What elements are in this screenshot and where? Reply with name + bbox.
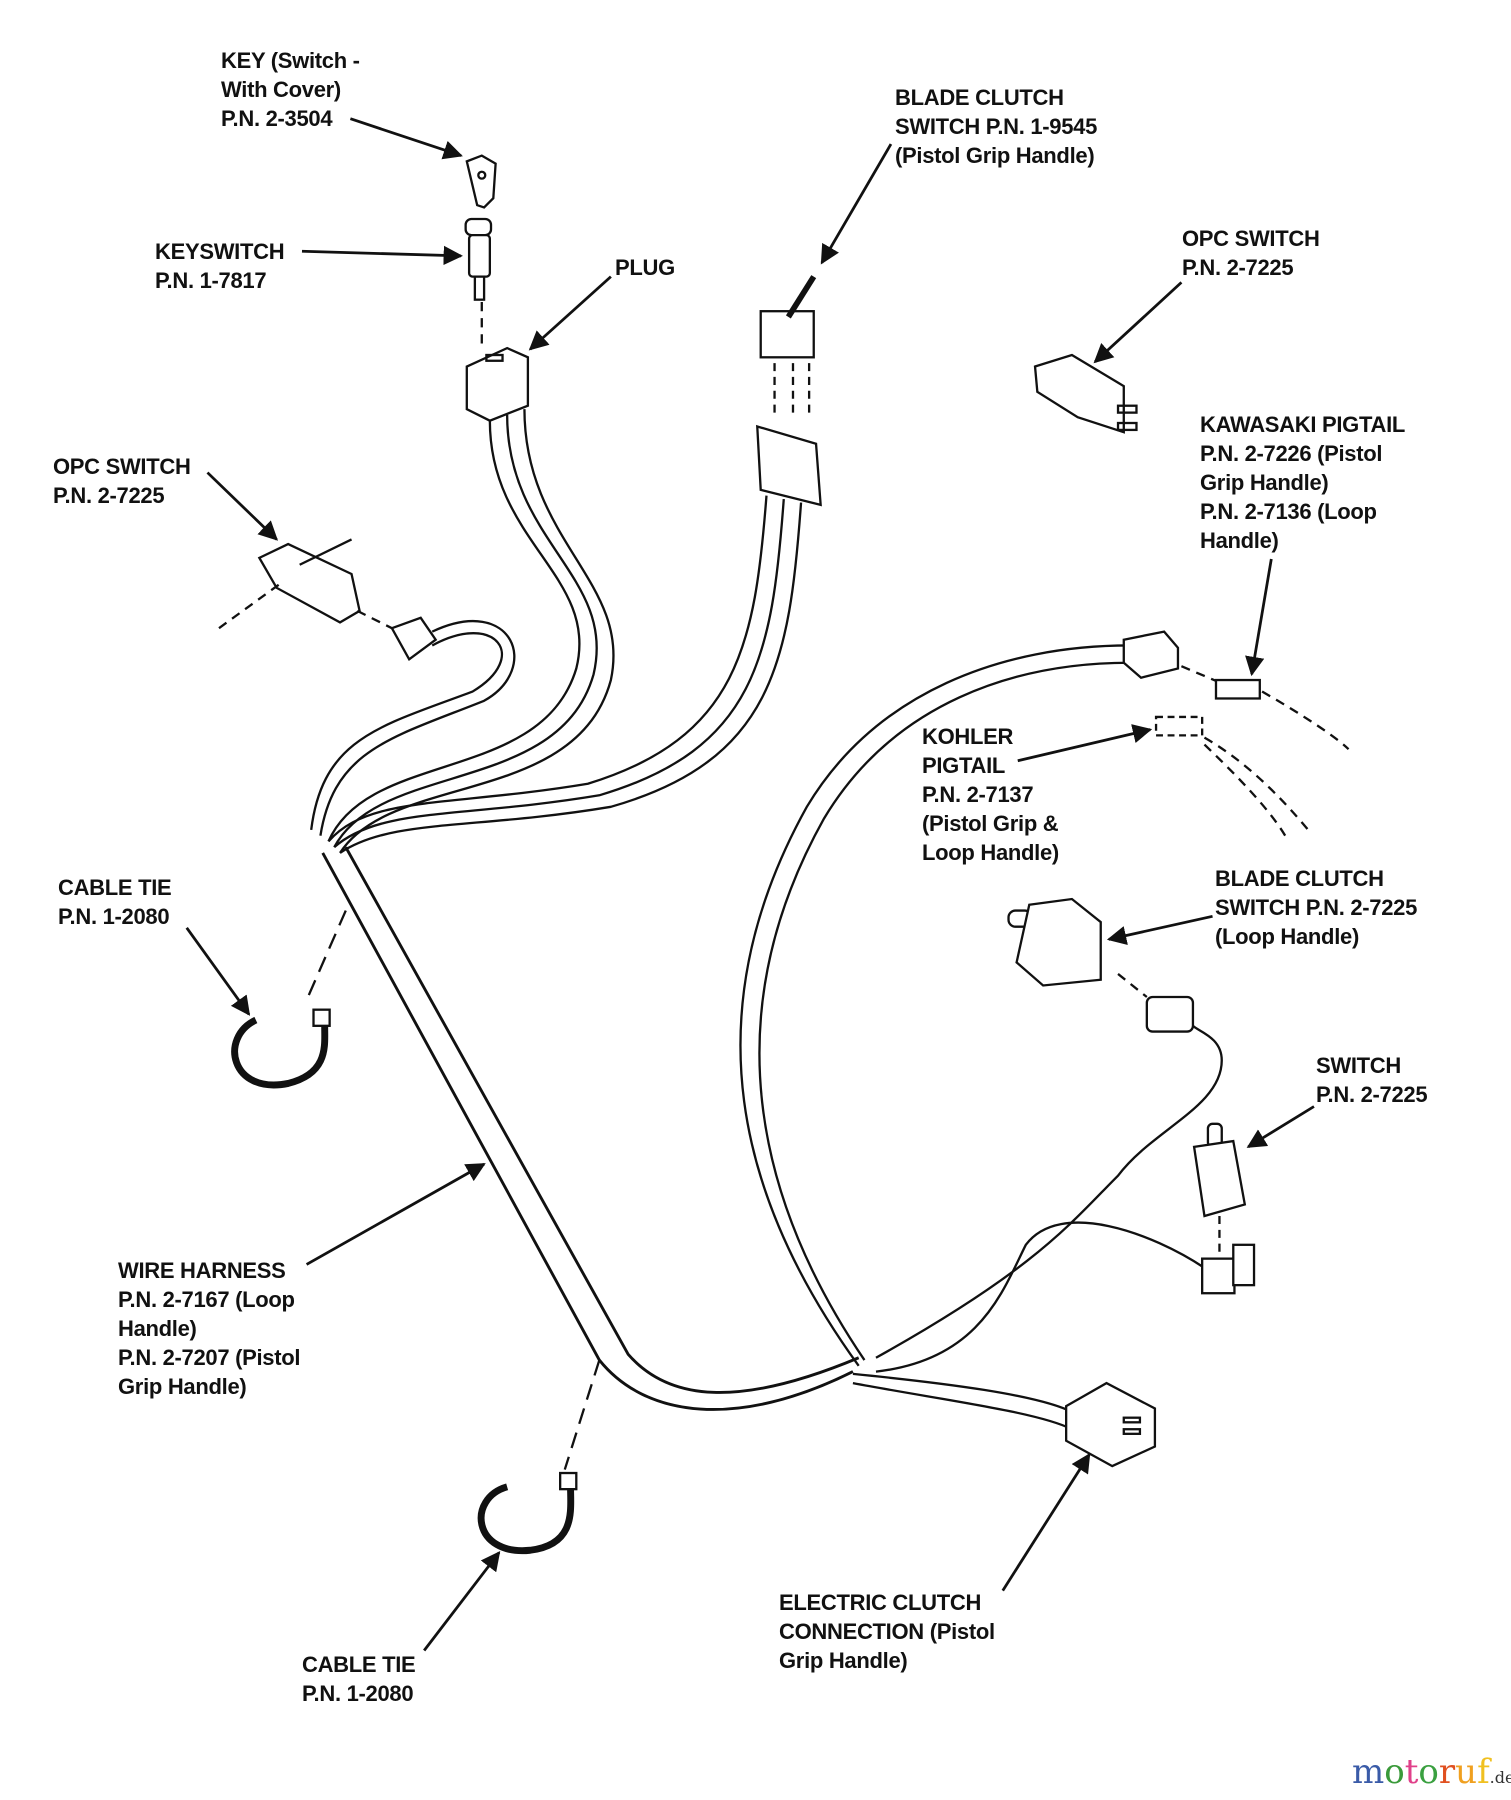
keyswitch-icon [464, 217, 493, 346]
watermark-letter: o [1384, 1752, 1405, 1792]
watermark-letter: r [1438, 1752, 1456, 1792]
label-plug: PLUG [615, 255, 675, 280]
arrow-cable-tie-lower [423, 1551, 501, 1652]
watermark-letter: f [1477, 1752, 1490, 1792]
arrow-cable-tie-upper [185, 927, 251, 1016]
arrow-opc-left [206, 471, 279, 541]
watermark-letter: o [1418, 1752, 1439, 1792]
cable-tie-upper-icon [231, 910, 347, 1089]
watermark-letter: t [1404, 1752, 1419, 1792]
harness-wires [310, 409, 1223, 1431]
arrow-kawasaki [1245, 558, 1273, 677]
watermark-letter: u [1455, 1752, 1478, 1792]
cable-tie-lower-icon [477, 1359, 601, 1554]
arrow-blade-clutch-pistol [820, 143, 893, 265]
kohler-pigtail-icon [1154, 715, 1310, 837]
arrow-keyswitch [301, 245, 463, 266]
label-key: KEY (Switch -With Cover)P.N. 2-3504 [221, 48, 360, 131]
watermark-suffix: .de [1489, 1768, 1511, 1787]
opc-switch-left-icon [218, 538, 438, 661]
kawasaki-connector-icon [1122, 630, 1350, 751]
toggle-switch-icon [756, 275, 822, 507]
key-icon [465, 154, 497, 209]
switch-icon [1192, 1122, 1256, 1295]
plug-icon [465, 346, 530, 422]
watermark-text: motoruf [1352, 1752, 1490, 1792]
electric-clutch-connector-icon [1065, 1381, 1157, 1468]
arrow-blade-clutch-loop [1106, 914, 1213, 946]
watermark-logo: motoruf.de [1352, 1752, 1511, 1792]
arrow-electric-clutch [1001, 1452, 1091, 1592]
watermark-letter: m [1352, 1752, 1385, 1792]
blade-clutch-loop-switch-icon [1007, 897, 1195, 1033]
arrow-kohler [1017, 724, 1153, 763]
arrow-wire-harness [305, 1162, 486, 1266]
arrow-key [349, 117, 463, 160]
leader-arrows [185, 117, 1315, 1652]
arrow-opc-right [1093, 281, 1183, 364]
opc-switch-right-icon [1033, 353, 1138, 434]
arrow-switch [1246, 1105, 1315, 1149]
arrow-plug [528, 275, 612, 351]
